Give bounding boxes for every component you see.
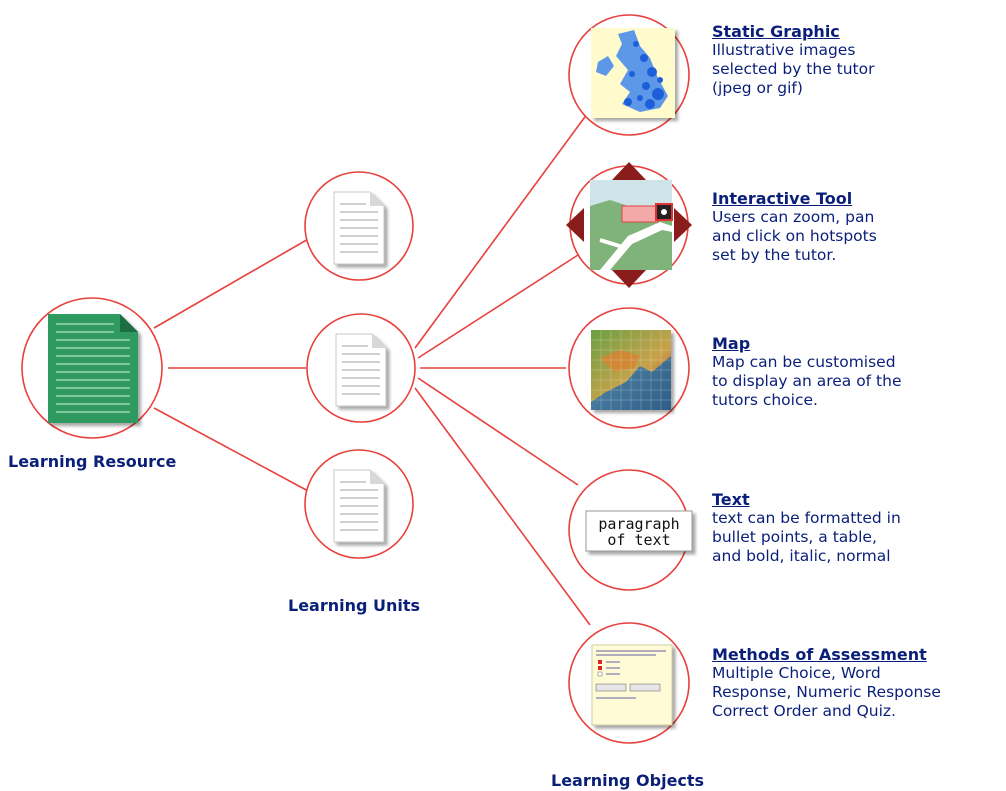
uk-map-thumbnail <box>591 28 675 118</box>
paragraph-text-thumbnail <box>585 510 693 552</box>
static-graphic-node <box>568 14 690 136</box>
connector-unit-tool <box>417 254 579 359</box>
learning-unit-node-3 <box>304 449 414 559</box>
connector-resource-unit-3 <box>153 407 311 493</box>
connector-lines <box>153 109 591 626</box>
text-node: paragraph of text <box>568 469 693 591</box>
static-graphic-desc-line: selected by the tutor <box>712 60 875 78</box>
unit-document-icon <box>333 469 385 543</box>
text-desc-line: and bold, italic, normal <box>712 547 891 565</box>
connector-resource-unit-1 <box>153 237 311 329</box>
unit-document-icon <box>335 333 387 407</box>
map-title-link[interactable]: Map <box>712 334 751 353</box>
object-desc-text: Text text can be formatted in bullet poi… <box>712 490 901 566</box>
relief-map-thumbnail <box>591 330 671 410</box>
map-desc-line: tutors choice. <box>712 391 818 409</box>
assessment-node <box>568 622 690 744</box>
interactive-tool-desc-line: and click on hotspots <box>712 227 877 245</box>
connector-unit-assessment <box>414 387 591 626</box>
text-thumb-line-1: paragraph <box>598 515 679 533</box>
text-desc-line: bullet points, a table, <box>712 528 877 546</box>
interactive-tool-desc-line: Users can zoom, pan <box>712 208 875 226</box>
interactive-tool-desc-line: set by the tutor. <box>712 246 837 264</box>
learning-resource-label: Learning Resource <box>8 452 177 471</box>
assessment-desc-line: Response, Numeric Response <box>712 683 941 701</box>
text-title-link[interactable]: Text <box>712 490 750 509</box>
assessment-desc-line: Correct Order and Quiz. <box>712 702 896 720</box>
text-thumb-line-2: of text <box>607 531 670 549</box>
object-desc-interactive-tool: Interactive Tool Users can zoom, pan and… <box>712 189 877 265</box>
map-node <box>568 307 690 429</box>
connector-unit-graphic <box>414 109 591 349</box>
interactive-tool-node <box>566 162 692 288</box>
connector-unit-text <box>417 377 579 486</box>
object-desc-assessment: Methods of Assessment Multiple Choice, W… <box>712 645 941 721</box>
quiz-thumbnail <box>591 644 673 726</box>
unit-document-icon <box>333 191 385 265</box>
interactive-map-thumbnail <box>566 162 692 288</box>
assessment-title-link[interactable]: Methods of Assessment <box>712 645 927 664</box>
interactive-tool-title-link[interactable]: Interactive Tool <box>712 189 853 208</box>
learning-units-label: Learning Units <box>288 596 421 615</box>
assessment-desc-line: Multiple Choice, Word <box>712 664 881 682</box>
learning-unit-node-2 <box>306 313 416 423</box>
object-desc-static-graphic: Static Graphic Illustrative images selec… <box>712 22 875 98</box>
text-desc-line: text can be formatted in <box>712 509 901 527</box>
resource-document-icon <box>48 314 138 423</box>
map-desc-line: to display an area of the <box>712 372 902 390</box>
static-graphic-desc-line: (jpeg or gif) <box>712 79 803 97</box>
map-desc-line: Map can be customised <box>712 353 896 371</box>
static-graphic-desc-line: Illustrative images <box>712 41 856 59</box>
learning-resource-node <box>21 297 163 439</box>
object-desc-map: Map Map can be customised to display an … <box>712 334 902 410</box>
static-graphic-title-link[interactable]: Static Graphic <box>712 22 840 41</box>
learning-unit-node-1 <box>304 171 414 281</box>
learning-objects-label: Learning Objects <box>551 771 705 790</box>
